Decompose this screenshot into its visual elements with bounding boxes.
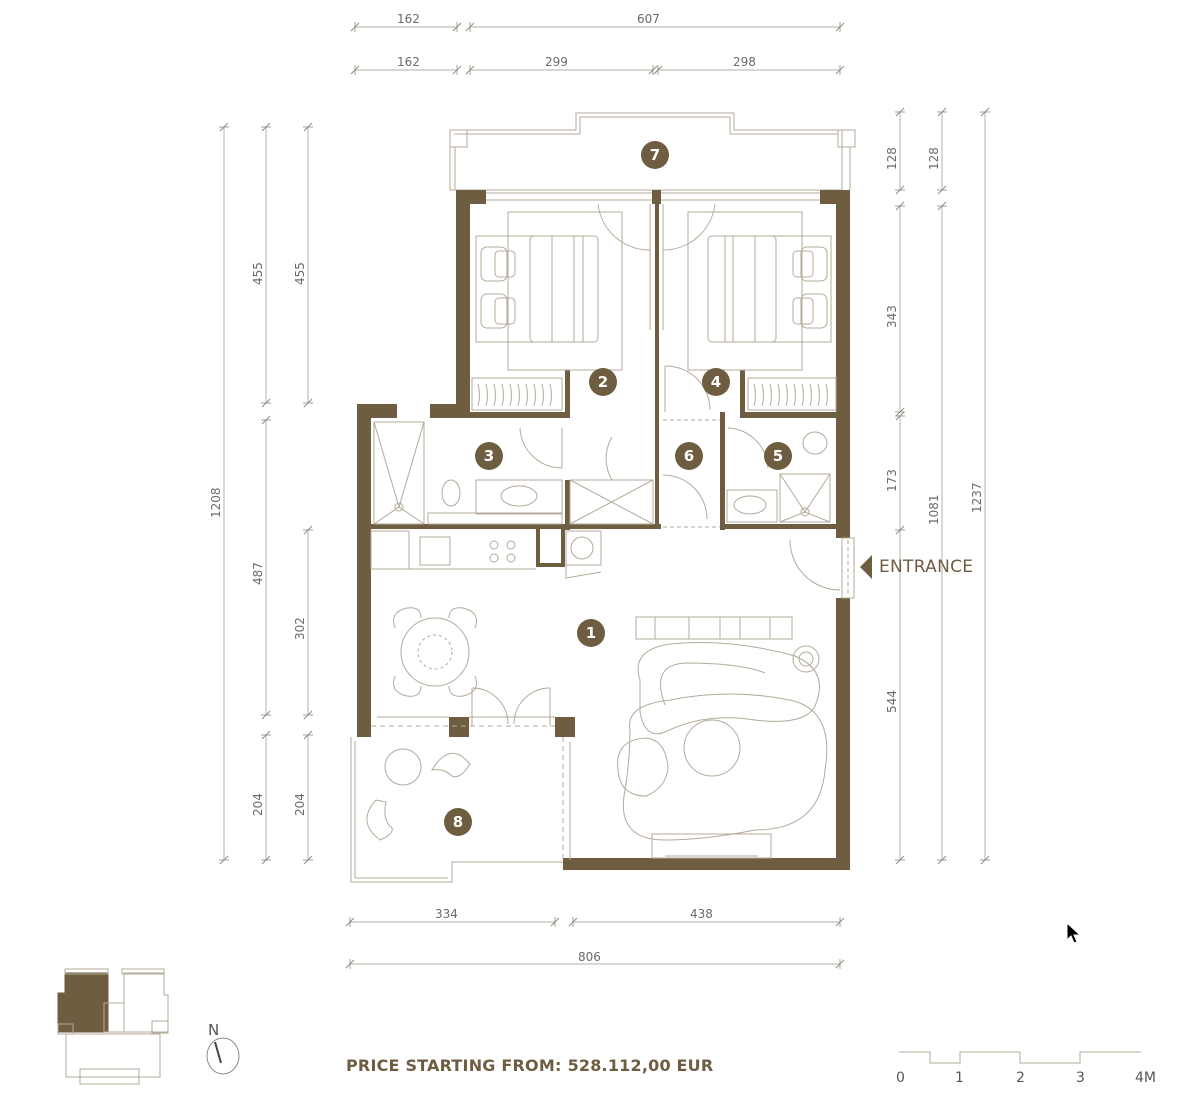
scale-tick-1: 1	[955, 1070, 964, 1086]
dim-right-544: 544	[885, 690, 899, 713]
dim-left-302: 302	[293, 617, 307, 640]
room-badge-4[interactable]: 4	[702, 368, 730, 396]
scale-tick-0: 0	[896, 1070, 905, 1086]
balcony-outline	[449, 112, 856, 191]
dim-left-1208: 1208	[209, 487, 223, 518]
svg-text:1: 1	[586, 624, 596, 642]
dim-top-162b: 162	[397, 55, 420, 69]
svg-text:3: 3	[484, 447, 494, 465]
dim-left-204b: 204	[293, 793, 307, 816]
dim-right-128b: 128	[927, 147, 941, 170]
entrance-label: ENTRANCE	[879, 557, 974, 577]
dim-left-455b: 455	[293, 262, 307, 285]
dim-top-298: 298	[733, 55, 756, 69]
dim-right-173: 173	[885, 469, 899, 492]
left-dimensions	[223, 127, 309, 860]
scale-bar	[899, 1051, 1141, 1064]
scale-tick-4m: 4M	[1135, 1070, 1156, 1086]
arrow-cursor-icon	[1066, 922, 1082, 944]
scale-tick-2: 2	[1016, 1070, 1025, 1086]
compass-icon	[206, 1037, 240, 1075]
svg-text:8: 8	[453, 813, 463, 831]
dim-bottom-806: 806	[578, 950, 601, 964]
dim-top-162a: 162	[397, 12, 420, 26]
key-plan	[57, 968, 169, 1085]
room-badge-3[interactable]: 3	[475, 442, 503, 470]
dim-right-343: 343	[885, 305, 899, 328]
dim-left-487: 487	[251, 562, 265, 585]
dim-top-607: 607	[637, 12, 660, 26]
interior-lines	[350, 192, 855, 883]
svg-text:2: 2	[598, 373, 608, 391]
walls	[357, 190, 850, 870]
right-dimensions	[899, 112, 986, 860]
dim-top-299: 299	[545, 55, 568, 69]
svg-text:6: 6	[684, 447, 694, 465]
room-badge-6[interactable]: 6	[675, 442, 703, 470]
dim-left-204a: 204	[251, 793, 265, 816]
scale-tick-3: 3	[1076, 1070, 1085, 1086]
dim-right-128a: 128	[885, 147, 899, 170]
room-badge-7[interactable]: 7	[641, 141, 669, 169]
compass-north-label: N	[208, 1021, 220, 1039]
room-badge-8[interactable]: 8	[444, 808, 472, 836]
price-value: 528.112,00 EUR	[567, 1056, 714, 1075]
dim-bottom-438: 438	[690, 907, 713, 921]
price-label: PRICE STARTING FROM:	[346, 1056, 562, 1075]
dim-right-1237: 1237	[970, 482, 984, 513]
room-badge-1[interactable]: 1	[577, 619, 605, 647]
bottom-dimensions	[350, 921, 840, 965]
svg-text:4: 4	[711, 373, 721, 391]
svg-text:7: 7	[650, 146, 660, 164]
svg-text:5: 5	[773, 447, 783, 465]
dim-left-455a: 455	[251, 262, 265, 285]
dim-right-1081: 1081	[927, 494, 941, 525]
room-badge-5[interactable]: 5	[764, 442, 792, 470]
top-dimension-ticks	[350, 21, 845, 76]
room-badge-2[interactable]: 2	[589, 368, 617, 396]
top-dimensions	[355, 26, 840, 71]
dim-bottom-334: 334	[435, 907, 458, 921]
price-line: PRICE STARTING FROM: 528.112,00 EUR	[346, 1056, 713, 1075]
triangle-left-icon	[860, 555, 872, 579]
